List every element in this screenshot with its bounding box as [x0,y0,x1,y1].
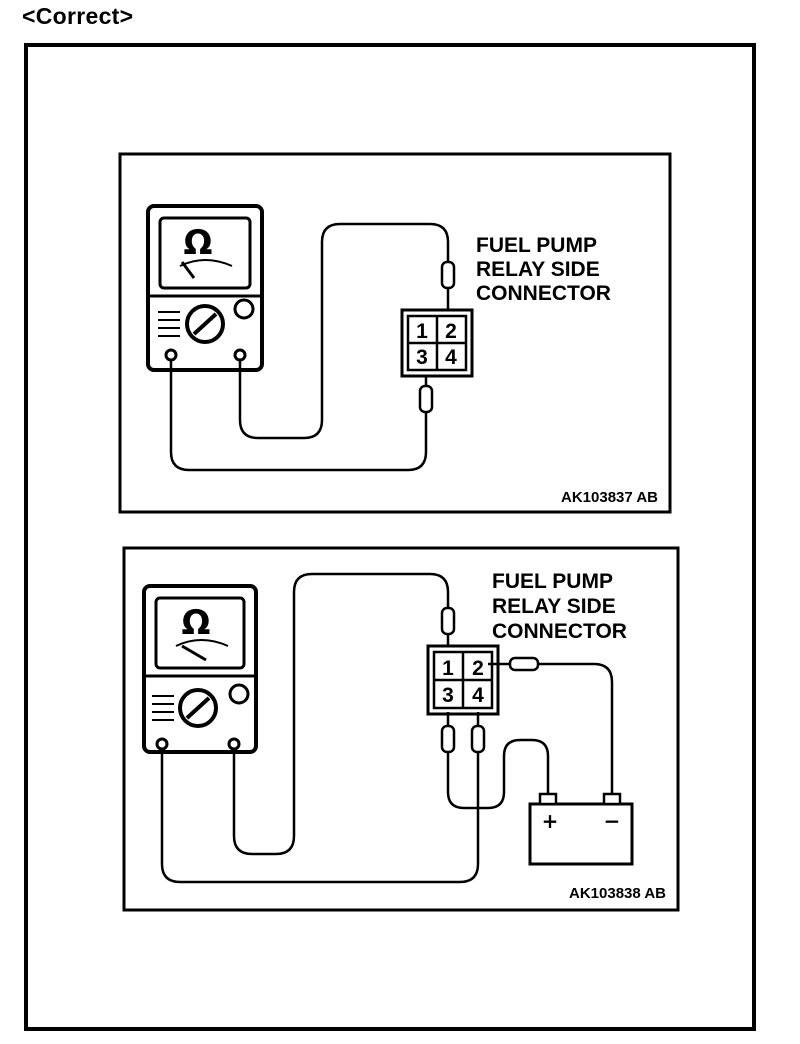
connector-2: 1 2 3 4 [426,644,500,716]
meter-2-terminal-a [155,737,169,751]
connector-2-pin-4: 4 [472,684,484,707]
diagram-2-label-line-1: FUEL PUMP [492,570,613,593]
battery-minus-terminal [602,792,622,806]
diagram-1: Ω 1 2 3 [118,152,672,514]
diagram-1-frame [118,152,672,514]
page-heading: <Correct> [22,3,134,29]
probe-2-pin3 [440,724,456,754]
ohm-symbol-2: Ω [182,603,211,643]
battery-plus-sign: + [542,809,559,833]
diagram-1-code: AK103837 AB [561,489,658,506]
lead-2-pin3-to-plus [446,738,550,810]
meter-2-display [154,596,246,670]
ohmmeter-2: Ω [142,584,258,754]
connector-1: 1 2 3 4 [400,308,474,378]
meter-2-terminal-b [227,737,241,751]
ohmmeter-1: Ω [146,204,264,372]
connector-1-pin-3: 3 [416,346,428,369]
lead-2-to-pin1 [232,572,450,856]
connector-2-pin-2: 2 [472,657,484,680]
diagram-1-label-line-1: FUEL PUMP [476,234,597,257]
lead-1-to-pin2 [238,222,450,440]
meter-1-display [158,216,252,290]
meter-1-terminal-a [164,348,178,362]
diagram-2-frame [122,546,680,912]
diagram-2-label-line-3: CONNECTOR [492,620,627,643]
diagram-2: Ω 1 2 3 4 [122,546,680,912]
battery-minus-sign: − [604,809,621,833]
outer-frame [24,43,756,1031]
probe-1-bottom [418,384,434,414]
battery-plus-terminal [538,792,558,806]
ohm-symbol-1: Ω [184,223,213,263]
diagram-1-label-line-3: CONNECTOR [476,282,611,305]
probe-2-pin4 [470,724,486,754]
lead-1-to-pin3 [169,360,428,472]
connector-2-pin-3: 3 [442,684,454,707]
diagram-1-label-line-2: RELAY SIDE [476,258,600,281]
diagram-2-code: AK103838 AB [569,885,666,902]
connector-1-pin-1: 1 [416,320,428,343]
probe-2-pin2 [508,656,540,672]
diagram-2-label-line-2: RELAY SIDE [492,595,616,618]
lead-2-to-pin4 [160,749,480,884]
connector-1-pin-2: 2 [445,320,457,343]
connector-1-pin-4: 4 [445,346,457,369]
connector-2-pin-1: 1 [442,657,454,680]
battery: + − [528,792,634,866]
probe-2-top [440,606,456,636]
meter-1-terminal-b [233,348,247,362]
lead-2-pin2-to-minus [538,662,614,796]
probe-1-top [440,260,456,290]
